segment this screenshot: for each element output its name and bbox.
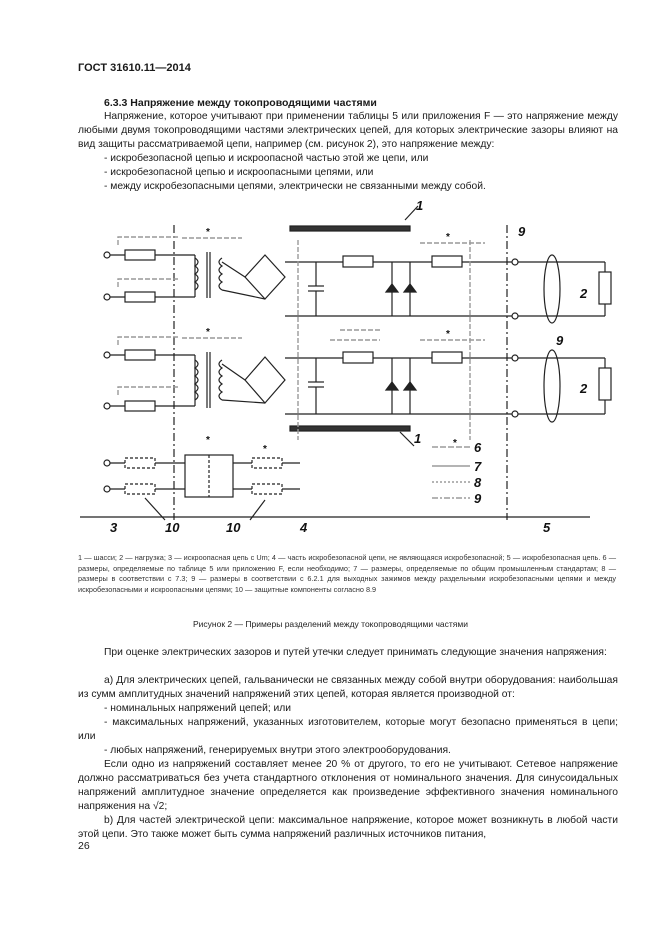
label-10: 10: [226, 520, 241, 535]
star-mark: *: [206, 327, 210, 338]
paragraph: При оценке электрических зазоров и путей…: [104, 647, 607, 658]
label-9: 9: [556, 333, 564, 348]
page-number: 26: [78, 840, 90, 852]
chassis-bar: [289, 425, 411, 432]
list-item: - искробезопасной цепью и искроопасными …: [104, 167, 374, 178]
label-1: 1: [414, 431, 421, 446]
label-5: 5: [543, 520, 551, 535]
paragraph: b) Для частей электрической цепи: максим…: [78, 815, 618, 840]
dimension-mark: [117, 336, 178, 345]
paragraph: а) Для электрических цепей, гальваническ…: [78, 675, 618, 700]
figure-diagram: 1 1 2 2 3 10 10 4 5 9 9 6 7 8 9 * * * * …: [80, 198, 612, 535]
label-2: 2: [579, 381, 588, 396]
star-mark: *: [446, 329, 450, 340]
label-6: 6: [474, 440, 482, 455]
star-mark: *: [206, 435, 210, 446]
label-7: 7: [474, 459, 482, 474]
chassis-bar: [289, 225, 411, 232]
star-mark: *: [206, 227, 210, 238]
paragraph: Если одно из напряжений составляет менее…: [78, 759, 618, 812]
dimension-mark: [117, 236, 178, 245]
dimension-mark: [117, 386, 178, 395]
figure-caption: Рисунок 2 — Примеры разделений между ток…: [192, 619, 468, 629]
star-mark: *: [263, 444, 267, 455]
section-intro: Напряжение, которое учитывают при примен…: [78, 111, 618, 150]
label-10: 10: [165, 520, 180, 535]
list-item: - между искробезопасными цепями, электри…: [104, 181, 486, 192]
list-item: - максимальных напряжений, указанных изг…: [78, 717, 618, 742]
list-item: - любых напряжений, генерируемых внутри …: [104, 745, 451, 756]
label-2: 2: [579, 286, 588, 301]
section-title: 6.3.3 Напряжение между токопроводящими ч…: [104, 97, 377, 109]
star-mark: *: [446, 232, 450, 243]
label-9: 9: [474, 491, 482, 506]
list-item: - искробезопасной цепью и искроопасной ч…: [104, 153, 429, 164]
label-3: 3: [110, 520, 118, 535]
label-9: 9: [518, 224, 526, 239]
dimension-mark: [117, 278, 178, 287]
label-4: 4: [299, 520, 308, 535]
label-1: 1: [416, 198, 423, 213]
star-mark: *: [453, 438, 457, 449]
document-header: ГОСТ 31610.11—2014: [78, 62, 191, 74]
figure-legend: 1 — шасси; 2 — нагрузка; 3 — искроопасна…: [78, 553, 616, 594]
list-item: - номинальных напряжений цепей; или: [104, 703, 292, 714]
label-8: 8: [474, 475, 482, 490]
